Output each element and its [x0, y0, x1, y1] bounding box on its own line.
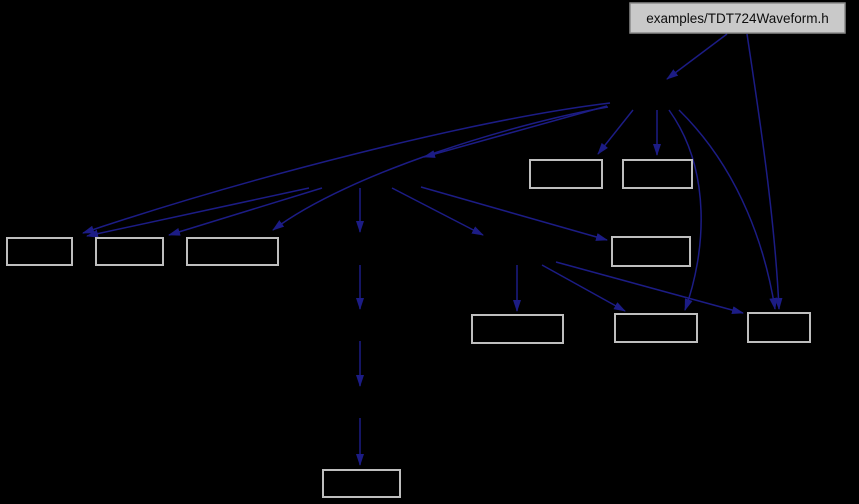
hidden-node-c3 — [322, 390, 398, 418]
graph-node-n1[interactable] — [529, 159, 603, 189]
edge-h2-n6 — [420, 186, 608, 241]
edge-h3-n8 — [541, 264, 626, 312]
edge-h3-n9 — [555, 261, 744, 314]
graph-node-label: examples/TDT724Waveform.h — [646, 11, 829, 26]
graph-node-n10[interactable] — [322, 469, 401, 498]
graph-node-n9[interactable] — [747, 312, 811, 343]
hidden-node-h3 — [480, 237, 555, 265]
graph-node-n4[interactable] — [95, 237, 164, 266]
edge-h1-n3 — [82, 102, 611, 234]
hidden-node-h1 — [607, 82, 702, 110]
hidden-node-c1 — [322, 237, 398, 265]
edge-h1-n9 — [678, 109, 778, 310]
graph-node-main[interactable] — [629, 2, 846, 34]
edge-main-n9 — [746, 33, 783, 310]
graph-node-n5[interactable] — [186, 237, 279, 266]
graph-node-n6[interactable] — [611, 236, 691, 267]
edges-layer — [82, 33, 783, 466]
graph-node-n8[interactable] — [614, 313, 698, 343]
graph-node-n3[interactable] — [6, 237, 73, 266]
edge-h1-n5 — [272, 106, 609, 231]
edge-h2-n4 — [168, 187, 323, 236]
edge-h2-n3 — [86, 187, 310, 238]
edge-h1-n8 — [668, 109, 702, 311]
edge-h1-h2 — [423, 105, 608, 158]
edge-h1-n1 — [597, 109, 634, 155]
hidden-node-c2 — [322, 313, 398, 341]
edge-main-h1 — [666, 33, 728, 80]
graph-node-n7[interactable] — [471, 314, 564, 344]
nodes-layer: examples/TDT724Waveform.h — [6, 2, 846, 498]
graph-node-n2[interactable] — [622, 159, 693, 189]
edge-h2-h3 — [391, 187, 484, 236]
